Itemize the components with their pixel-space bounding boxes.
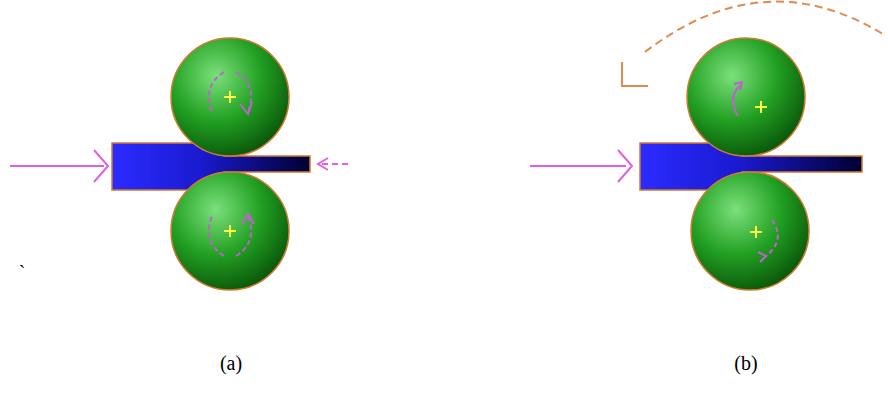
feed-arrow-head: [94, 150, 108, 182]
rotation-arrow-head: [734, 82, 742, 90]
rotation-arrow-head: [758, 252, 766, 262]
mill-b: [530, 2, 886, 290]
roll-center: [755, 101, 767, 113]
rotation-arrow: [236, 72, 251, 112]
roll-center: [224, 225, 236, 237]
mill-a: [10, 38, 350, 290]
upper-roll: [687, 38, 805, 156]
roll-center: [750, 226, 762, 238]
roll-center: [224, 91, 236, 103]
reverse-arrow: [322, 163, 350, 165]
rotation-arrow: [209, 216, 224, 256]
upper-roll: [171, 38, 289, 156]
stray-mark: `: [19, 262, 26, 284]
panel-label: (b): [734, 352, 757, 374]
feed-arrow-head: [618, 150, 632, 182]
lower-roll: [691, 172, 809, 290]
rotation-arrow: [766, 220, 778, 256]
reverse-arrow-head: [318, 158, 328, 170]
feed-arrow: [10, 165, 104, 167]
panel-label: (a): [220, 352, 242, 374]
feed-arrow: [530, 165, 626, 167]
rotation-arrow-head: [240, 102, 252, 114]
rotation-arrow-head: [242, 214, 254, 224]
rotation-path-head: [622, 62, 648, 86]
rotation-arrow: [209, 72, 224, 112]
lower-roll: [171, 172, 289, 290]
